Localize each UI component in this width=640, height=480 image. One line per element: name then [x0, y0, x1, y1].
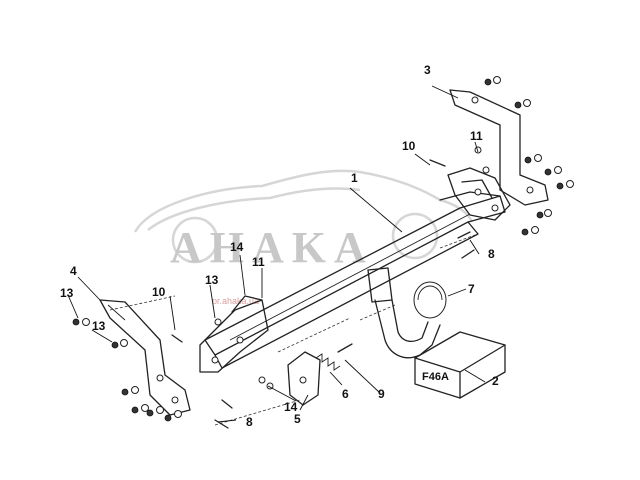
callout-3: 3	[424, 63, 431, 77]
callout-2: 2	[492, 374, 499, 388]
callout-10-left: 10	[152, 285, 166, 299]
crossbar-main-beam	[204, 191, 506, 369]
kit-box-label: F46A	[422, 371, 449, 383]
callout-13-center: 13	[205, 273, 219, 287]
callout-7: 7	[468, 282, 475, 296]
callout-13-lower-left: 13	[92, 319, 106, 333]
callout-4: 4	[70, 264, 77, 278]
callout-11-right: 11	[470, 129, 483, 143]
right-beam-bracket	[447, 167, 511, 221]
kit-box: F46A	[414, 331, 506, 399]
pin	[337, 343, 353, 353]
spring	[315, 353, 341, 371]
callout-13-far-left: 13	[60, 286, 74, 300]
assembly-guide-lines	[109, 234, 476, 426]
socket-plate	[287, 351, 321, 406]
callout-1: 1	[351, 171, 358, 185]
callout-8-left: 8	[246, 415, 253, 429]
callout-8-right: 8	[488, 247, 495, 261]
callout-10-right: 10	[402, 139, 416, 153]
callout-labels: 1 2 3 4 5 6 7 8 8 9 10 10 11 11 13 13 13…	[60, 63, 499, 429]
right-side-arm	[449, 89, 549, 206]
hardware-bolts-right	[429, 76, 574, 259]
callout-14-bottom: 14	[284, 400, 298, 414]
callout-6: 6	[342, 387, 349, 401]
callout-14-top: 14	[230, 240, 244, 254]
towball-assembly	[367, 267, 447, 359]
left-side-arm	[99, 299, 191, 416]
watermark-url: pr.ahaka.ua	[212, 296, 259, 306]
hardware-bolts-left	[72, 318, 274, 429]
left-beam-bracket	[199, 295, 269, 373]
watermark-car-logo	[133, 169, 474, 264]
callout-5: 5	[294, 412, 301, 426]
callout-11-left: 11	[252, 255, 265, 269]
leader-lines	[67, 85, 486, 423]
callout-9: 9	[378, 387, 385, 401]
watermark-brand: AHAKA	[170, 223, 374, 272]
